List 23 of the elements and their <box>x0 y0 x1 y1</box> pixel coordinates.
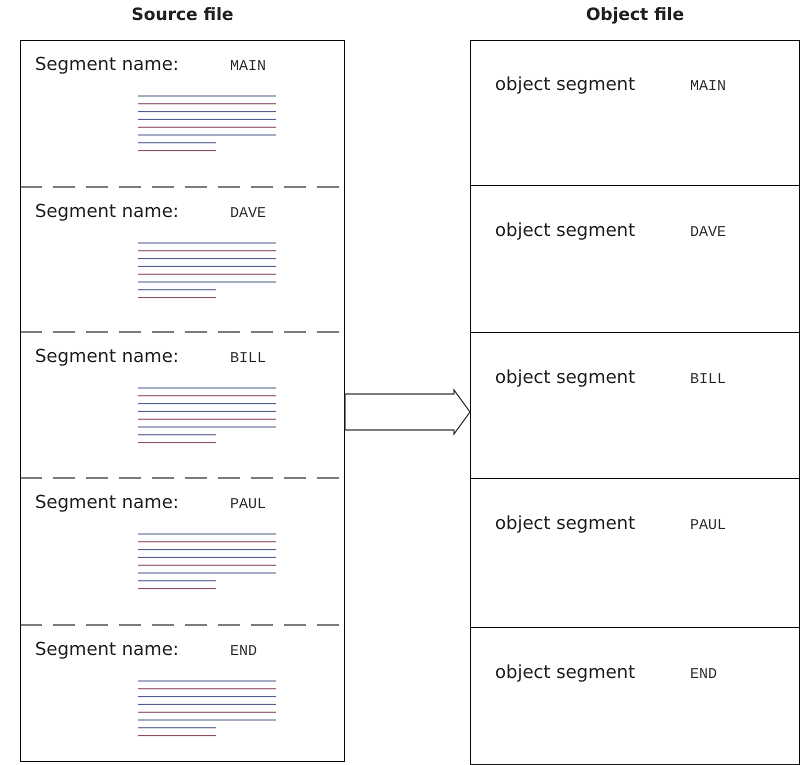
segment-label: object segment <box>495 662 636 683</box>
segment-label: Segment name: <box>35 346 179 367</box>
segment-label: Segment name: <box>35 639 179 660</box>
segment-name: DAVE <box>690 224 726 241</box>
segment-label: Segment name: <box>35 492 179 513</box>
panel-heading: Object file <box>584 5 686 25</box>
segment-label: object segment <box>495 220 636 241</box>
segment-name: BILL <box>230 350 266 367</box>
segment-name: MAIN <box>230 58 266 75</box>
segment-label: object segment <box>495 74 636 95</box>
segment-label: Segment name: <box>35 54 179 75</box>
block-arrow <box>344 388 471 436</box>
segment-name: END <box>690 666 718 683</box>
segment-label: object segment <box>495 513 636 534</box>
segment-label: object segment <box>495 367 636 388</box>
segment-label: Segment name: <box>35 201 179 222</box>
segment-name: BILL <box>690 371 726 388</box>
segment-name: PAUL <box>690 517 726 534</box>
segment-name: PAUL <box>230 496 266 513</box>
segment-name: MAIN <box>690 78 726 95</box>
segment-name: END <box>230 643 258 660</box>
segment-name: DAVE <box>230 205 266 222</box>
panel-heading: Source file <box>130 5 234 25</box>
